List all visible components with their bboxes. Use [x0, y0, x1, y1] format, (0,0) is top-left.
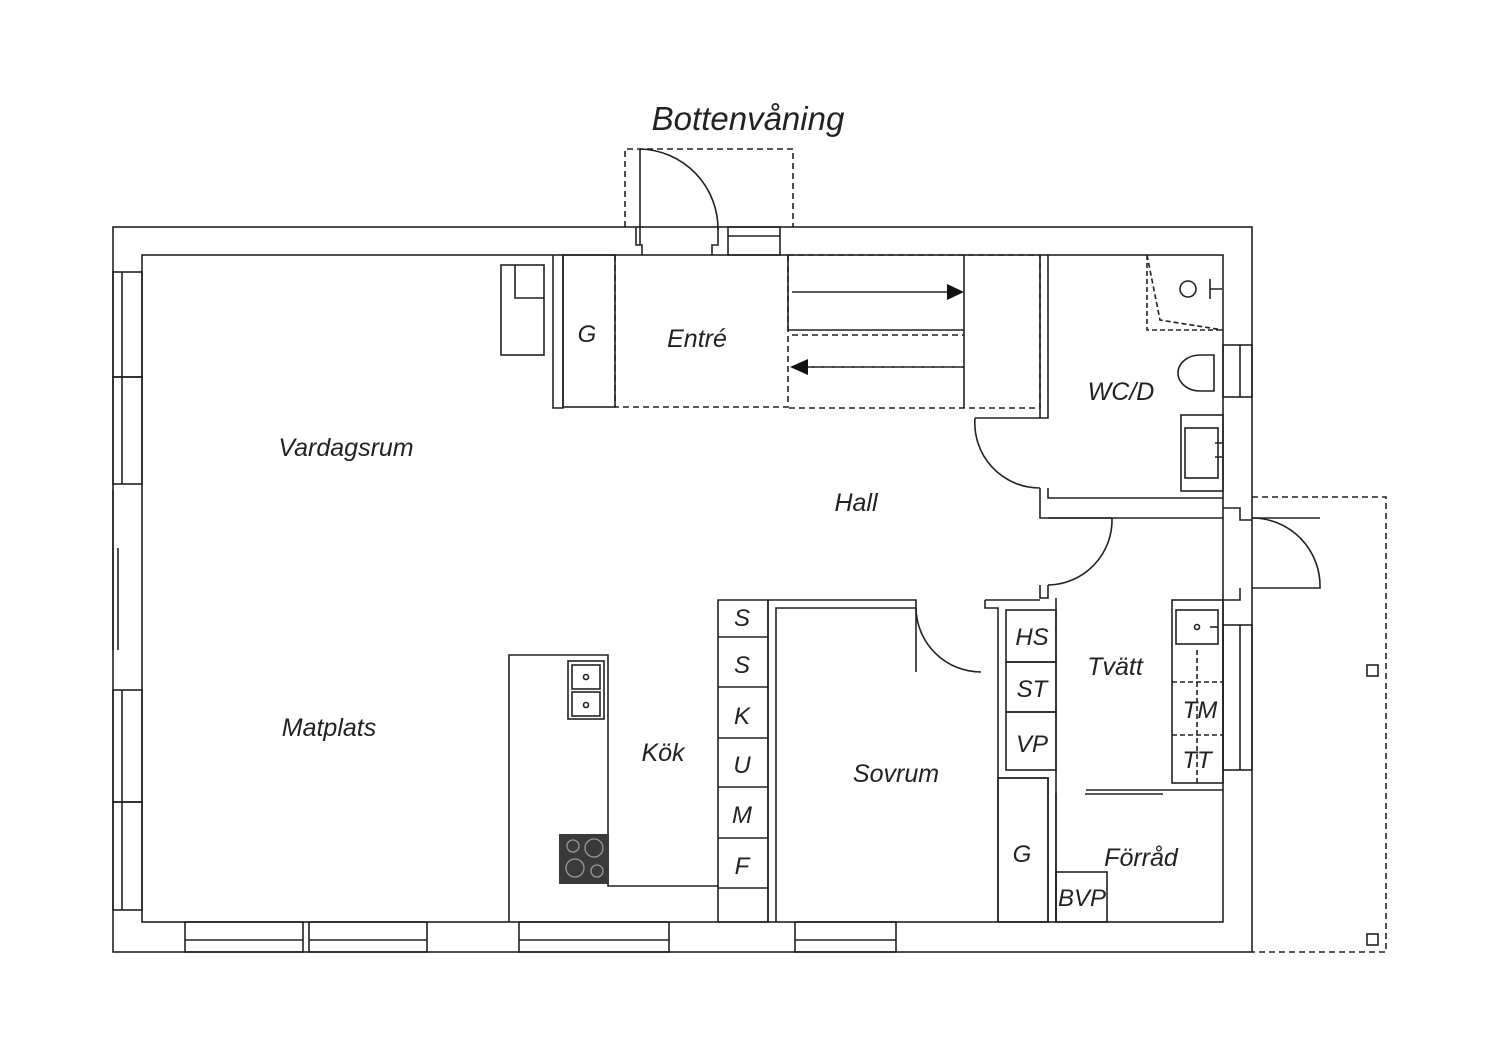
- wall-tvatt-left: [1039, 585, 1049, 599]
- appliance-label-tm: TM: [1183, 697, 1218, 724]
- room-label-tvatt: Tvätt: [1087, 653, 1144, 681]
- kitchen-sink: [567, 660, 605, 720]
- wc-door-swing: [974, 417, 1041, 489]
- wc-sink-counter: [1180, 414, 1224, 492]
- wall-entre-left: [552, 255, 564, 409]
- patio-outline: [1252, 496, 1387, 953]
- closet-label-hs: HS: [1015, 624, 1048, 651]
- window-right-2: [1222, 624, 1253, 771]
- closet-label-g-entre: G: [578, 321, 597, 348]
- plan-title: Bottenvåning: [652, 100, 845, 137]
- closet-g-sovrum: [997, 777, 1049, 923]
- front-door-swing: [639, 148, 719, 231]
- kitchen-cabinet-label: F: [735, 853, 751, 880]
- room-label-hall: Hall: [834, 489, 879, 517]
- side-door-swing: [1251, 517, 1321, 589]
- kitchen-sink-bowl-1: [571, 664, 601, 690]
- wc-sink: [1184, 427, 1219, 479]
- patio-post-1: [1366, 664, 1379, 677]
- wall-wc: [1039, 255, 1223, 519]
- laundry-dividers: [1172, 650, 1223, 783]
- cooktop: [559, 834, 609, 884]
- shower-drain: [1179, 280, 1197, 298]
- sliding-door-left: [112, 490, 119, 650]
- closet-label-vp: VP: [1016, 731, 1048, 758]
- stair-solid: [787, 255, 965, 408]
- room-label-forrad: Förråd: [1104, 844, 1179, 872]
- appliance-label-tt: TT: [1182, 747, 1214, 774]
- window-bottom-1: [184, 921, 304, 953]
- hob-ring: [590, 864, 604, 878]
- window-left-1: [112, 271, 143, 378]
- room-label-matplats: Matplats: [282, 714, 376, 742]
- kitchen-sink-drain: [582, 701, 590, 709]
- kitchen-cabinet-label: U: [733, 752, 751, 779]
- sovrum-door-swing: [915, 607, 982, 673]
- window-bottom-4: [794, 921, 897, 953]
- window-right-1: [1222, 344, 1253, 398]
- inner-wall: [141, 254, 1224, 923]
- kitchen-cabinets-col: [717, 599, 769, 923]
- kitchen-cabinet-label: M: [732, 802, 752, 829]
- shower: [1146, 254, 1224, 331]
- window-bottom-3: [518, 921, 670, 953]
- side-door-jamb: [1223, 507, 1252, 601]
- kitchen-island: [508, 654, 718, 922]
- kitchen-cabinet-dividers: [718, 636, 768, 889]
- toilet: [1177, 354, 1215, 392]
- room-label-kok: Kök: [641, 739, 686, 767]
- stair-arrow-up-head: [947, 284, 964, 300]
- kitchen-sink-drain: [582, 673, 590, 681]
- fireplace: [500, 264, 545, 356]
- hob-ring: [584, 838, 604, 858]
- kitchen-sink-bowl-2: [571, 691, 601, 717]
- stair-outline: [788, 254, 1041, 409]
- hob-ring: [565, 858, 585, 878]
- kitchen-cabinet-label: K: [734, 703, 751, 730]
- stair-step-dashed: [792, 334, 964, 368]
- door-jamb: [635, 227, 719, 255]
- window-left-2: [112, 376, 143, 485]
- entre-dashed-outline: [614, 255, 789, 408]
- fireplace-inner: [514, 265, 544, 299]
- shower-tap: [1209, 279, 1222, 299]
- wc-sink-tap: [1215, 442, 1223, 458]
- room-label-vardagsrum: Vardagsrum: [278, 434, 413, 462]
- closet-bvp: [1055, 871, 1108, 923]
- entrance-canopy-outline: [624, 148, 794, 227]
- room-label-sovrum: Sovrum: [853, 760, 939, 788]
- window-left-3: [112, 689, 143, 803]
- patio-post-2: [1366, 933, 1379, 946]
- closet-label-st: ST: [1017, 676, 1050, 703]
- room-label-entre: Entré: [667, 325, 727, 353]
- laundry-sink-drain: [1193, 623, 1201, 631]
- closet-label-bvp: BVP: [1058, 885, 1106, 912]
- hall-door-swing: [1047, 517, 1113, 586]
- hob-ring: [566, 839, 580, 853]
- window-left-4: [112, 801, 143, 911]
- room-label-wc: WC/D: [1088, 378, 1155, 406]
- window-bottom-2: [308, 921, 428, 953]
- stair-arrow-down-head: [790, 359, 808, 375]
- closet-label-g-sovrum: G: [1013, 841, 1032, 868]
- kitchen-cabinet-label: S: [734, 652, 750, 679]
- window-top: [727, 226, 781, 256]
- kitchen-cabinet-label: S: [734, 605, 750, 632]
